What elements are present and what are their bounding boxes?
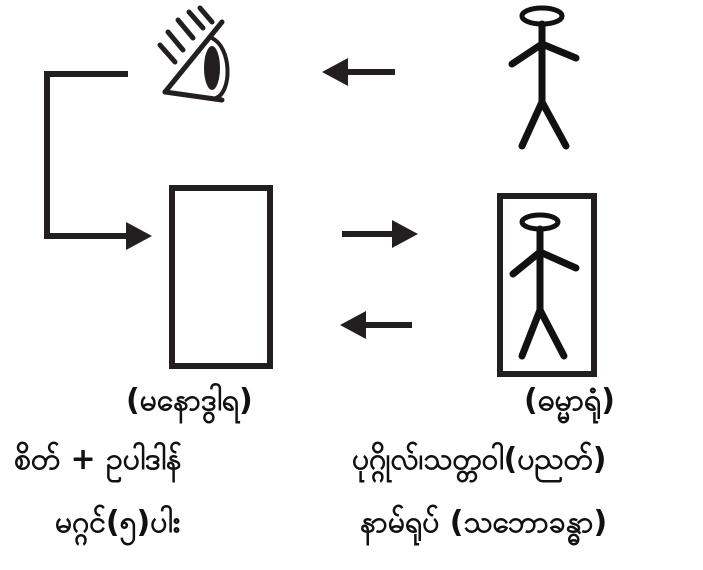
eye-icon	[157, 5, 230, 103]
stick-figure-icon	[508, 5, 580, 150]
mind-door-box	[169, 185, 273, 369]
left-text-line-1: စိတ် + ဥပါဒါန်	[14, 442, 182, 477]
right-text-line-2: နာမ်ရုပ် (သဘောခန္ဓာ)	[360, 505, 608, 540]
arrow-box-to-object	[342, 220, 418, 248]
arrow-object-to-box	[340, 311, 412, 339]
right-text-line-1: ပုဂ္ဂိုလ်၊သတ္တဝါ(ပညတ်)	[352, 442, 607, 477]
framed-figure-icon	[497, 193, 597, 377]
mind-object-caption: (ဓမ္မာရုံ)	[524, 383, 615, 418]
feedback-arrow	[44, 71, 152, 250]
left-text-line-2: မဂ္ဂင်(၅)ပါး	[55, 505, 181, 540]
arrow-person-to-eye	[322, 58, 395, 86]
mind-door-caption: (မနောဒွါရ)	[126, 383, 253, 418]
